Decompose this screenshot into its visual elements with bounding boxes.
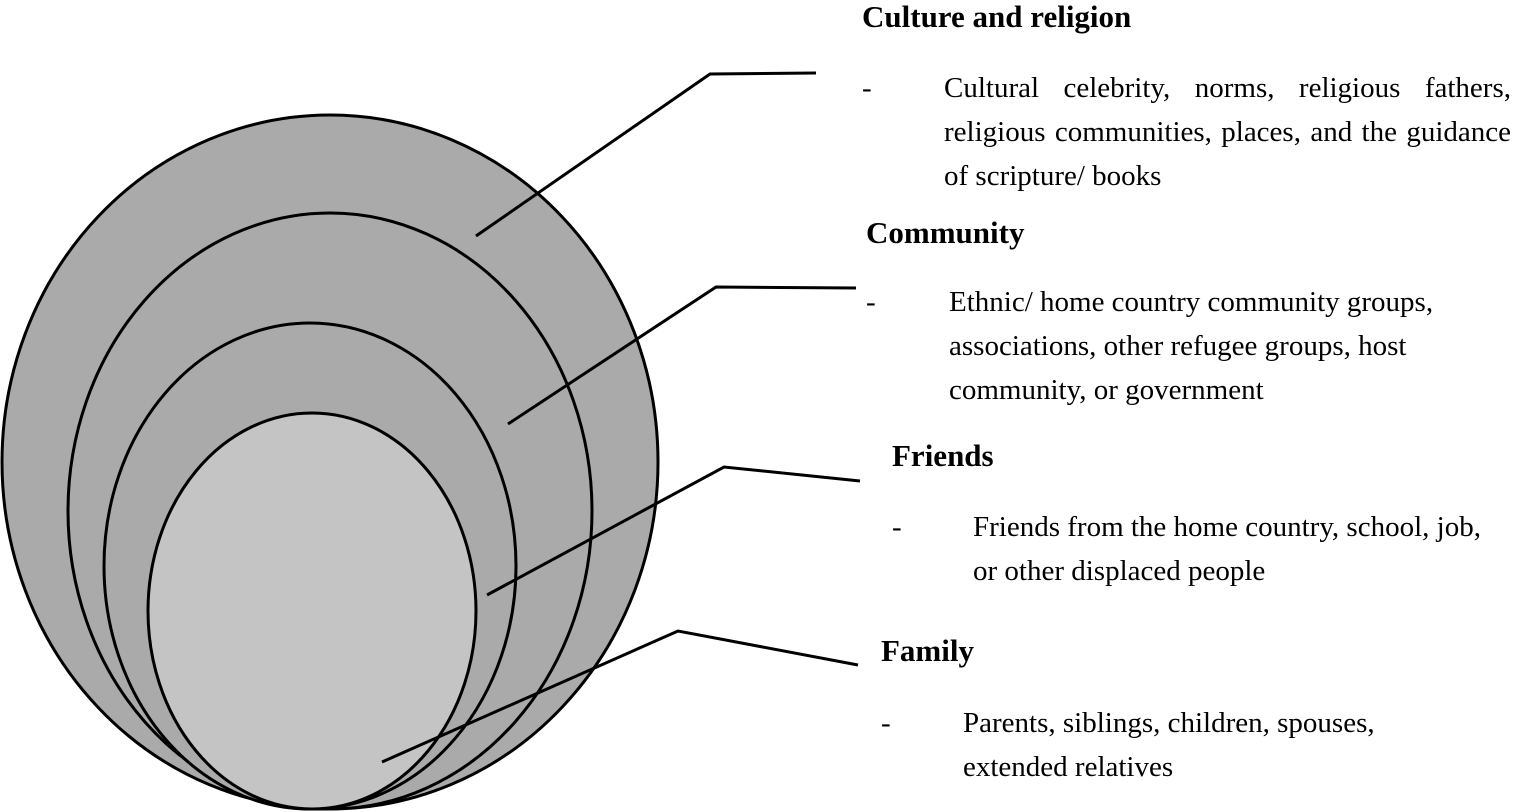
culture-religion-bullet: - (862, 72, 872, 104)
community-leader-line (507, 285, 857, 426)
family-heading: Family (881, 633, 974, 668)
culture-religion-description: Cultural celebrity, norms, religious fat… (944, 72, 1511, 192)
friends-description: Friends from the home country, school, j… (973, 511, 1481, 587)
culture-religion-heading: Culture and religion (862, 0, 1132, 34)
community-bullet: - (866, 286, 876, 318)
family-description: Parents, siblings, children, spouses, ex… (963, 707, 1375, 783)
family-circle (146, 411, 478, 811)
friends-heading: Friends (892, 438, 994, 473)
family-leader-line (381, 629, 859, 764)
family-bullet: - (881, 707, 891, 739)
culture-religion-leader-line (475, 71, 817, 238)
friends-bullet: - (892, 511, 902, 543)
community-heading: Community (866, 215, 1025, 250)
friends-leader-line (486, 465, 861, 597)
community-description: Ethnic/ home country community groups, a… (949, 286, 1434, 406)
